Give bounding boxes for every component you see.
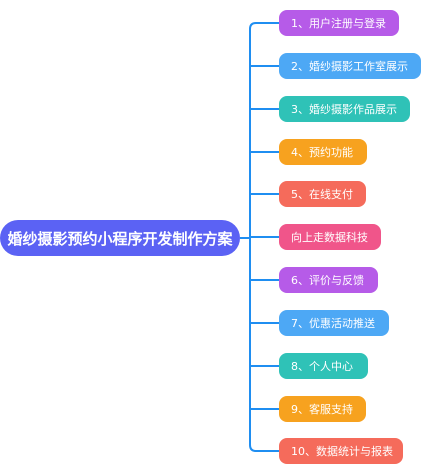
root-node[interactable]: 婚纱摄影预约小程序开发制作方案	[0, 220, 240, 256]
branch-node-11[interactable]: 10、数据统计与报表	[279, 438, 403, 464]
branch-node-9[interactable]: 8、个人中心	[279, 353, 368, 379]
branch-label: 6、评价与反馈	[291, 274, 364, 287]
branch-connector-1	[249, 22, 279, 30]
branch-node-5[interactable]: 5、在线支付	[279, 181, 366, 207]
branch-label: 7、优惠活动推送	[291, 317, 375, 330]
branch-label: 向上走数据科技	[291, 231, 368, 244]
branch-label: 9、客服支持	[291, 403, 353, 416]
branch-node-7[interactable]: 6、评价与反馈	[279, 267, 378, 293]
branch-node-2[interactable]: 2、婚纱摄影工作室展示	[279, 53, 421, 79]
branch-label: 4、预约功能	[291, 146, 353, 159]
branch-node-3[interactable]: 3、婚纱摄影作品展示	[279, 96, 410, 122]
root-label: 婚纱摄影预约小程序开发制作方案	[7, 229, 233, 248]
branch-label: 5、在线支付	[291, 188, 353, 201]
branch-label: 3、婚纱摄影作品展示	[291, 103, 397, 116]
branch-connector-11	[249, 444, 279, 452]
branch-label: 10、数据统计与报表	[291, 445, 393, 458]
branch-node-8[interactable]: 7、优惠活动推送	[279, 310, 389, 336]
branch-label: 1、用户注册与登录	[291, 17, 386, 30]
branch-node-10[interactable]: 9、客服支持	[279, 396, 366, 422]
branch-node-1[interactable]: 1、用户注册与登录	[279, 10, 399, 36]
branch-label: 8、个人中心	[291, 360, 353, 373]
branch-node-6[interactable]: 向上走数据科技	[279, 224, 381, 250]
branch-node-4[interactable]: 4、预约功能	[279, 139, 367, 165]
branch-label: 2、婚纱摄影工作室展示	[291, 60, 408, 73]
